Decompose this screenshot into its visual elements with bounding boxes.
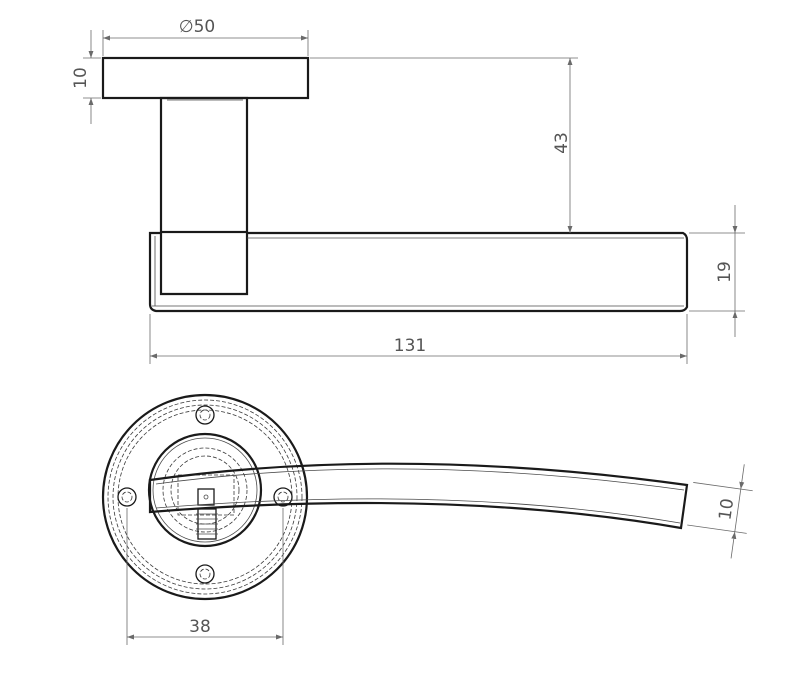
rose-outer-circle: [101, 393, 309, 601]
dim-rose-diameter: ∅50: [179, 17, 215, 37]
lever-side-outline: [148, 231, 689, 313]
front-view: [101, 393, 689, 601]
dim-rose-thickness: 10: [71, 67, 91, 89]
rose-side-outline: [101, 56, 310, 100]
dim-lever-height: 19: [715, 261, 735, 283]
fixing-hole-top: [195, 405, 215, 425]
spindle-square: [197, 488, 215, 506]
grub-screw: [196, 508, 218, 540]
spindle-neck: [159, 96, 249, 234]
side-view-dimensions: ∅50 10 43 19 131: [71, 17, 745, 364]
dim-lever-end-width: 10: [715, 497, 738, 521]
side-view: [101, 56, 689, 313]
fixing-hole-bottom: [195, 564, 215, 584]
front-view-dimensions: 38 10: [126, 464, 753, 645]
fixing-hole-right: [273, 487, 293, 507]
fixing-hole-left: [117, 487, 137, 507]
dim-overall-length: 131: [394, 336, 426, 356]
dim-fixing-centres: 38: [189, 617, 211, 637]
lever-front-outline: [148, 462, 689, 530]
dim-rose-to-lever: 43: [552, 132, 572, 154]
